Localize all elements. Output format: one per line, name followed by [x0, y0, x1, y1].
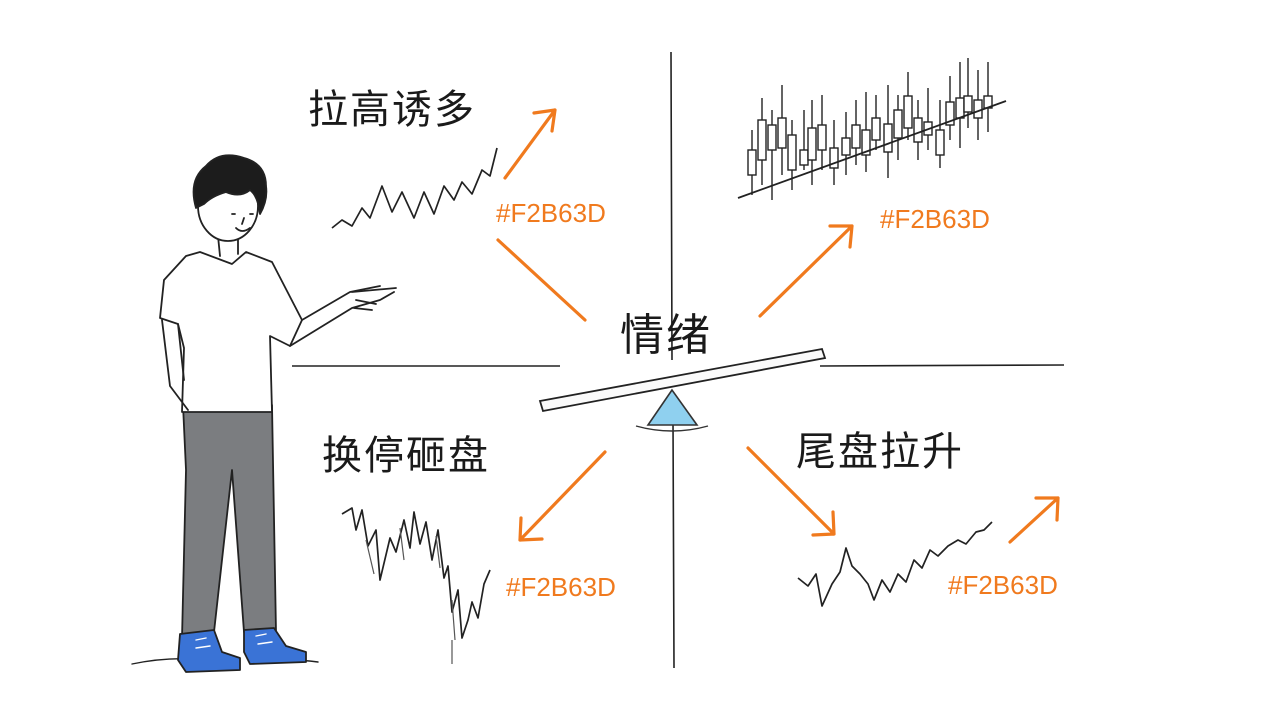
- candle-body: [883, 123, 893, 153]
- candle-body: [913, 117, 923, 143]
- arrows: [496, 108, 1060, 544]
- chart-top-left-rising: [331, 147, 498, 229]
- candle-body: [893, 109, 903, 139]
- candle-body: [757, 119, 767, 161]
- chart-bottom-left-falling: [341, 507, 491, 639]
- balance-scale-icon: [538, 347, 827, 432]
- candle-body: [861, 129, 871, 156]
- candle-body: [817, 124, 827, 151]
- candle-body: [829, 147, 839, 169]
- quadrant-label-bottom-left: 换停砸盘: [322, 433, 490, 479]
- arrow-top-left-up: [503, 108, 557, 180]
- arrow-center-to-top-left: [496, 238, 587, 322]
- person-shirt: [159, 251, 303, 413]
- candle-body: [767, 124, 777, 151]
- center-label: 情绪: [620, 310, 712, 361]
- person-face: [231, 213, 254, 232]
- hex-label-top-right: #F2B63D: [880, 204, 990, 234]
- hex-label-bottom-right: #F2B63D: [948, 570, 1058, 600]
- horizontal-axis: [292, 364, 1065, 367]
- balance-beam: [538, 347, 827, 413]
- candle-body: [799, 149, 809, 166]
- candle-body: [871, 117, 881, 141]
- arrow-bottom-right-up: [1008, 496, 1060, 544]
- candle-body: [955, 97, 965, 119]
- arrow-center-to-bottom-right: [746, 446, 836, 537]
- candle-body: [787, 134, 797, 171]
- candle-body: [841, 137, 851, 156]
- candle-body: [973, 99, 983, 119]
- person-left-shoe-icon: [177, 629, 241, 673]
- person-left-arm: [161, 319, 189, 411]
- person-right-shoe-icon: [243, 627, 307, 665]
- arrow-center-to-top-right: [758, 224, 854, 318]
- person-hair: [192, 154, 268, 215]
- candle-body: [747, 149, 757, 176]
- hex-label-bottom-left: #F2B63D: [506, 572, 616, 602]
- hex-label-top-left: #F2B63D: [496, 198, 606, 228]
- person-right-arm: [289, 285, 395, 347]
- arrow-center-to-bottom-left: [518, 450, 607, 542]
- candle-body: [807, 127, 817, 161]
- candle-body: [777, 117, 787, 149]
- shoe-laces: [195, 633, 273, 649]
- balance-base: [635, 425, 709, 432]
- candle-body: [903, 95, 913, 129]
- candle-body: [945, 101, 955, 126]
- trend-line: [737, 100, 1007, 199]
- quadrant-label-top-left: 拉高诱多: [308, 87, 476, 133]
- candle-body: [935, 129, 945, 156]
- candle-body: [851, 124, 861, 149]
- chart-bottom-left-shade: [365, 527, 456, 664]
- person-illustration: [131, 154, 397, 673]
- axes: [292, 51, 1065, 669]
- candlestick-chart: [747, 58, 993, 200]
- balance-fulcrum: [646, 388, 699, 426]
- quadrant-label-bottom-right: 尾盘拉升: [796, 429, 964, 475]
- candle-body: [963, 95, 973, 113]
- chart-bottom-right-rising: [797, 521, 993, 607]
- person-pants: [181, 404, 277, 639]
- vertical-axis: [670, 51, 675, 669]
- person-hand: [351, 287, 397, 311]
